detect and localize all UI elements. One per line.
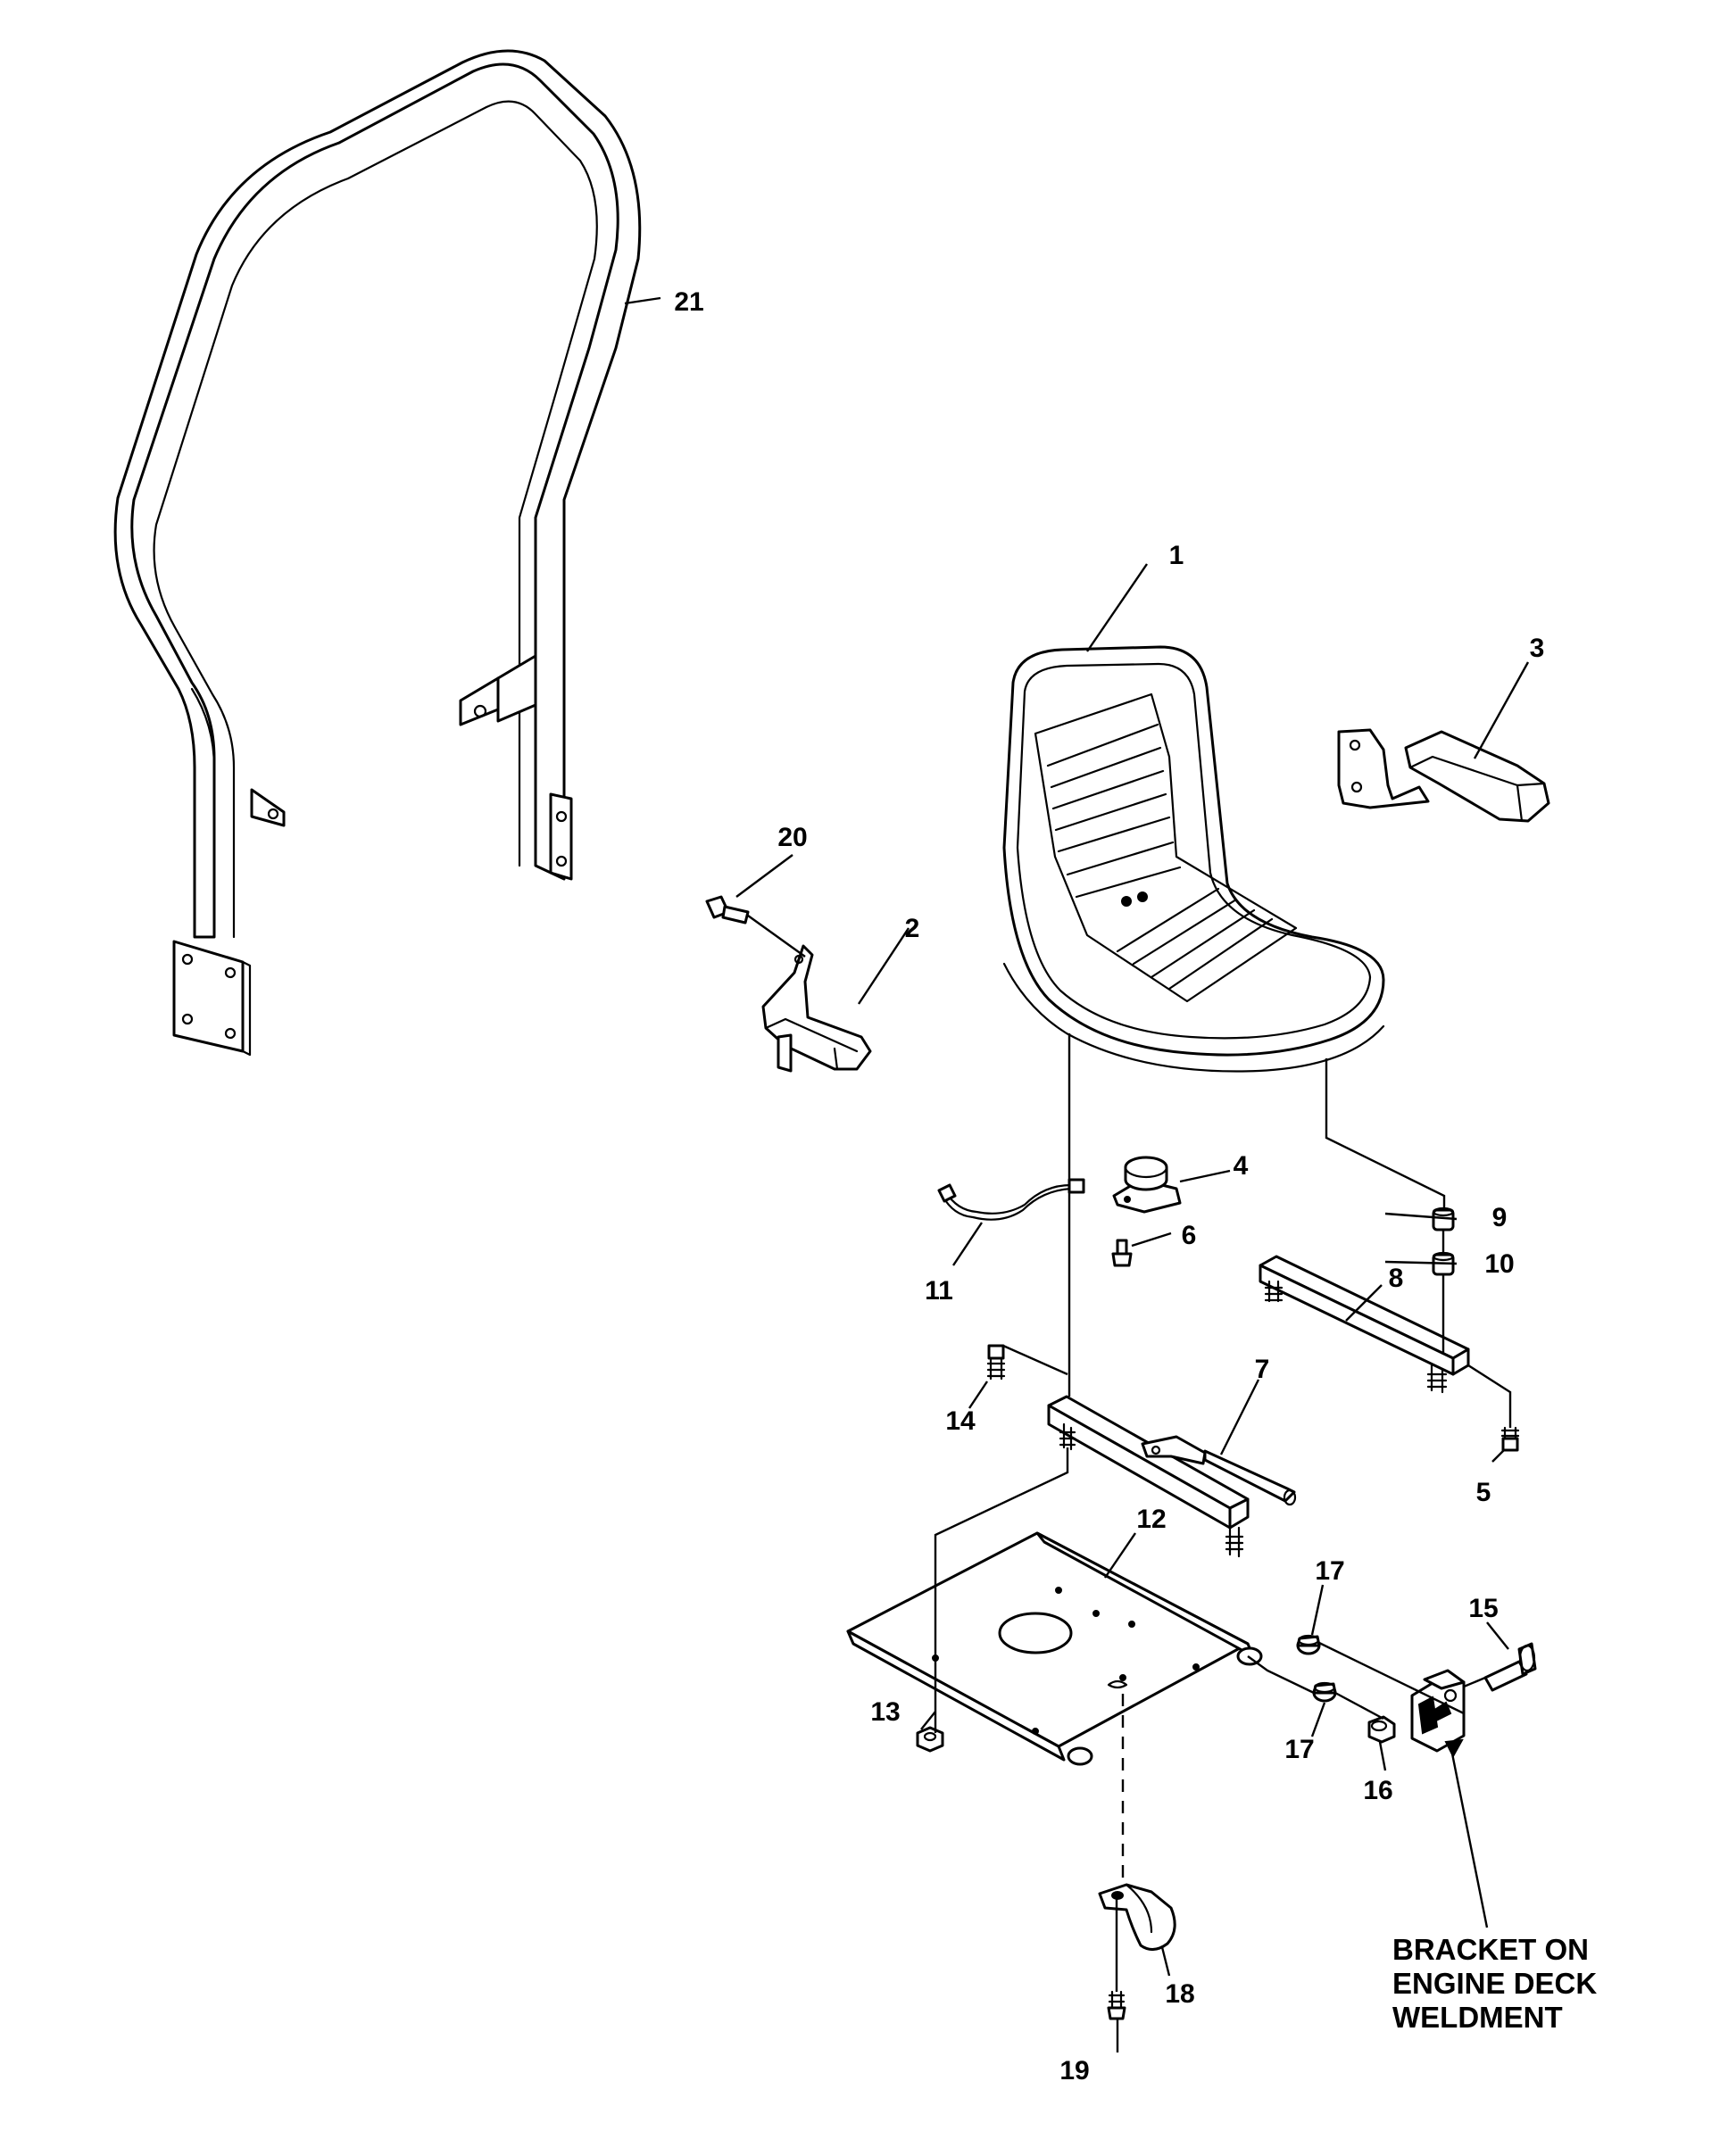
- bracket-note: BRACKET ON ENGINE DECK WELDMENT: [1392, 1933, 1597, 2034]
- seat-rail-right: [1259, 1255, 1470, 1394]
- callout-21: 21: [674, 287, 703, 317]
- callout-17-lower: 17: [1284, 1735, 1314, 1764]
- callout-15: 15: [1468, 1594, 1498, 1623]
- nut-16: [1367, 1715, 1396, 1744]
- roll-bar: [113, 49, 642, 1057]
- armrest-left: [761, 944, 872, 1073]
- callout-8: 8: [1389, 1264, 1404, 1293]
- armrest-right: [1337, 728, 1550, 823]
- callout-12: 12: [1136, 1505, 1166, 1534]
- note-line-1: BRACKET ON: [1392, 1933, 1589, 1966]
- assembly-lines: [934, 1033, 1512, 1992]
- bushing-17-lower: [1312, 1681, 1337, 1703]
- seat-pan: [846, 1531, 1263, 1766]
- note-line-3: WELDMENT: [1392, 2001, 1563, 2034]
- callout-7: 7: [1255, 1355, 1270, 1384]
- callout-17-upper: 17: [1315, 1556, 1344, 1586]
- callout-3: 3: [1530, 634, 1545, 663]
- callout-11: 11: [925, 1276, 953, 1306]
- callout-20: 20: [777, 823, 807, 852]
- callout-leaders: [624, 296, 1530, 2052]
- bushing-17-upper: [1296, 1634, 1321, 1655]
- screw-5: [1500, 1426, 1520, 1452]
- callout-numbers: 1 2 3 4 5 6 7 8 9 10 11 12 13 14 15 16 1…: [674, 287, 1544, 2086]
- callout-14: 14: [945, 1406, 976, 1436]
- bolt-20: [705, 895, 806, 958]
- callout-13: 13: [870, 1697, 900, 1727]
- seat: [1002, 645, 1385, 1073]
- note-line-2: ENGINE DECK: [1392, 1967, 1597, 2000]
- callout-1: 1: [1169, 541, 1184, 570]
- callout-19: 19: [1059, 2056, 1089, 2086]
- callout-6: 6: [1182, 1221, 1197, 1250]
- pivot-bolt-15: [1483, 1642, 1537, 1692]
- seat-switch: [1112, 1156, 1182, 1214]
- screw-14: [986, 1344, 1006, 1381]
- engine-deck-bracket: [1410, 1669, 1466, 1753]
- wire-harness: [937, 1178, 1085, 1266]
- callout-18: 18: [1165, 1979, 1194, 2009]
- screw-6: [1111, 1239, 1133, 1267]
- pivot-roller-18: [1098, 1883, 1176, 1951]
- callout-16: 16: [1363, 1776, 1392, 1805]
- callout-5: 5: [1476, 1478, 1491, 1507]
- callout-2: 2: [905, 914, 920, 943]
- screw-19: [1107, 1990, 1126, 2020]
- callout-9: 9: [1492, 1203, 1508, 1232]
- nut-13: [916, 1726, 944, 1753]
- callout-4: 4: [1234, 1151, 1249, 1181]
- callout-10: 10: [1484, 1249, 1514, 1279]
- seat-rail-left: [1047, 1395, 1297, 1558]
